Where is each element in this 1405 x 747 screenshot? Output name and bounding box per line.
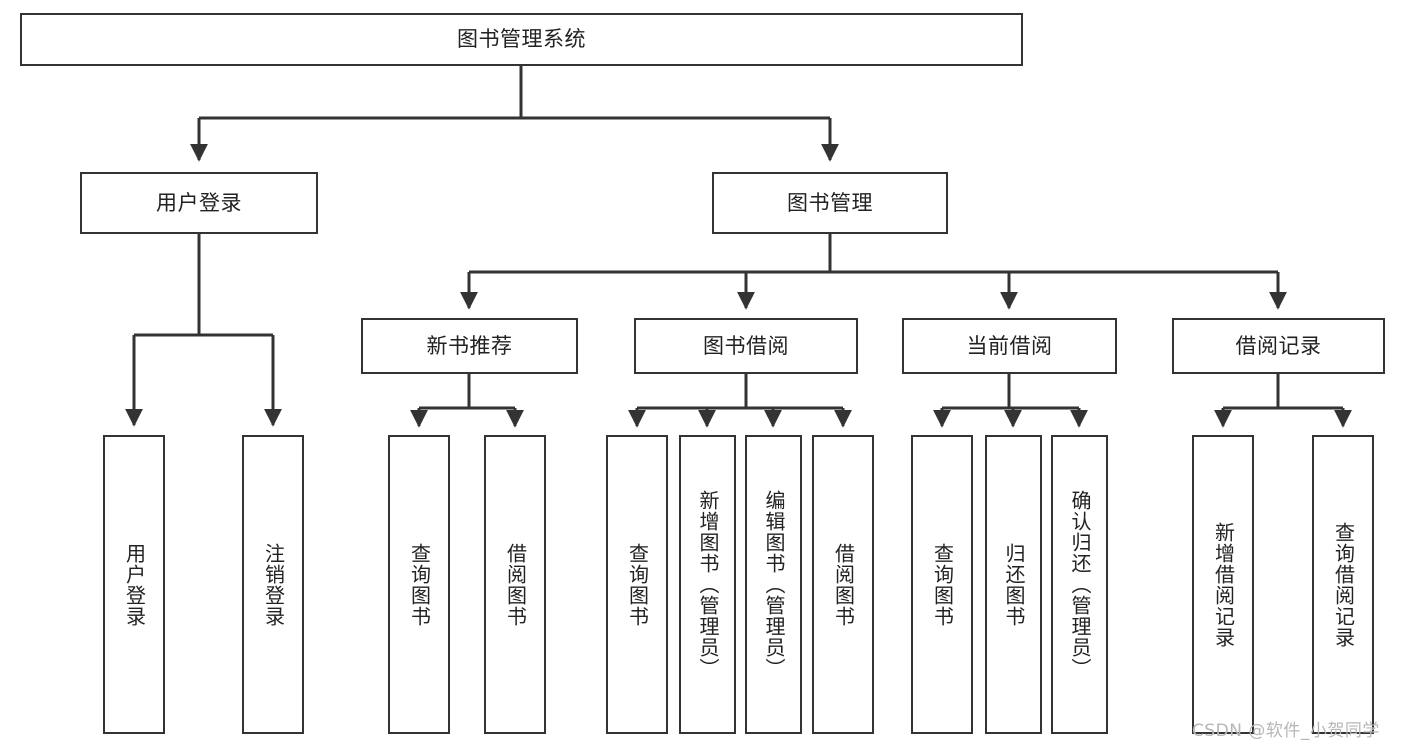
node-new-book-recommend[interactable]: 新书推荐 — [361, 318, 578, 374]
node-leaf-query-borrow-record[interactable]: 查询借阅记录 — [1312, 435, 1374, 734]
node-leaf-query-book-borrow[interactable]: 查询图书 — [606, 435, 668, 734]
csdn-watermark: CSDN @软件_小贺同学 — [1192, 721, 1380, 741]
node-leaf-query-book-recommend[interactable]: 查询图书 — [388, 435, 450, 734]
node-borrow-records[interactable]: 借阅记录 — [1172, 318, 1385, 374]
node-label: 当前借阅 — [966, 333, 1053, 358]
node-leaf-add-borrow-record[interactable]: 新增借阅记录 — [1192, 435, 1254, 734]
node-leaf-return-book[interactable]: 归还图书 — [985, 435, 1042, 734]
node-label: 归还图书 — [1002, 542, 1026, 627]
node-label: 注销登录 — [261, 542, 286, 627]
node-leaf-edit-book-admin[interactable]: 编辑图书（管理员） — [745, 435, 802, 734]
node-leaf-borrow-book[interactable]: 借阅图书 — [812, 435, 874, 734]
node-label: 新增借阅记录 — [1211, 521, 1236, 648]
node-label: 新书推荐 — [426, 333, 513, 358]
node-label: 查询借阅记录 — [1331, 521, 1356, 648]
node-leaf-logout-login[interactable]: 注销登录 — [242, 435, 304, 734]
node-label: 借阅图书 — [503, 542, 528, 627]
node-leaf-confirm-return-admin[interactable]: 确认归还（管理员） — [1051, 435, 1108, 734]
node-leaf-user-login[interactable]: 用户登录 — [103, 435, 165, 734]
node-root-system[interactable]: 图书管理系统 — [20, 13, 1023, 66]
node-label: 新增图书（管理员） — [696, 490, 720, 679]
node-current-borrow[interactable]: 当前借阅 — [902, 318, 1117, 374]
node-label: 图书管理系统 — [457, 27, 586, 52]
node-label: 图书借阅 — [703, 333, 789, 358]
node-label: 查询图书 — [625, 542, 650, 627]
node-label: 编辑图书（管理员） — [762, 490, 786, 679]
node-label: 用户登录 — [122, 542, 147, 627]
node-user-login[interactable]: 用户登录 — [80, 172, 318, 234]
node-label: 查询图书 — [407, 542, 432, 627]
node-leaf-add-book-admin[interactable]: 新增图书（管理员） — [679, 435, 736, 734]
node-label: 借阅记录 — [1235, 333, 1322, 358]
node-book-borrow[interactable]: 图书借阅 — [634, 318, 858, 374]
node-leaf-query-book-current[interactable]: 查询图书 — [911, 435, 973, 734]
node-label: 图书管理 — [787, 190, 873, 215]
node-label: 借阅图书 — [831, 542, 856, 627]
node-label: 确认归还（管理员） — [1068, 490, 1092, 679]
node-leaf-borrow-book-recommend[interactable]: 借阅图书 — [484, 435, 546, 734]
node-label: 用户登录 — [156, 190, 242, 215]
node-book-management[interactable]: 图书管理 — [712, 172, 948, 234]
node-label: 查询图书 — [930, 542, 955, 627]
